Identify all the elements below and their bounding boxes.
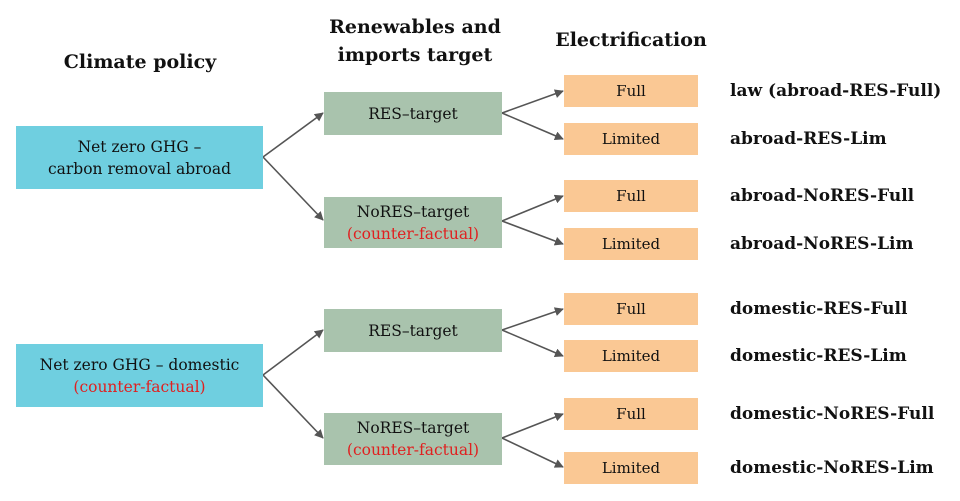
arrow-policy2-to-res-target — [262, 329, 324, 376]
arrow-target1-to-full — [501, 89, 564, 114]
counter-factual-label: (counter-factual) — [346, 441, 480, 459]
target-box-label: RES–target — [368, 104, 458, 123]
arrow-target3-to-full — [501, 307, 564, 331]
electrification-box-limited: Limited — [564, 340, 698, 372]
policy-box-domestic: Net zero GHG – domestic (counter-factual… — [16, 344, 263, 407]
counter-factual-label: (counter-factual) — [346, 224, 480, 243]
electrification-box-full: Full — [564, 293, 698, 325]
electrification-box-label: Limited — [601, 459, 661, 477]
policy-box-carbon-removal-abroad: Net zero GHG – carbon removal abroad — [16, 126, 263, 189]
electrification-box-label: Full — [616, 300, 646, 318]
electrification-box-limited: Limited — [564, 123, 698, 155]
electrification-box-label: Full — [616, 405, 646, 423]
scenario-label: law (abroad-RES-Full) — [730, 81, 942, 101]
arrow-target2-to-limited — [501, 220, 564, 246]
electrification-box-label: Full — [616, 82, 646, 100]
arrow-policy1-to-res-target — [262, 112, 324, 158]
target-box-nores-domestic: NoRES–target (counter-factual) — [324, 413, 502, 465]
target-box-res-abroad: RES–target — [324, 92, 502, 135]
scenario-label: domestic-RES-Full — [730, 299, 908, 319]
target-box-label: NoRES–target — [356, 202, 470, 221]
header-climate-policy-text: Climate policy — [63, 51, 217, 73]
electrification-box-limited: Limited — [564, 452, 698, 484]
electrification-box-full: Full — [564, 398, 698, 430]
scenario-label: abroad-RES-Lim — [730, 129, 887, 149]
header-renewables-imports-target: Renewables and imports target — [310, 14, 520, 68]
scenario-label: domestic-NoRES-Lim — [730, 458, 934, 478]
header-electrification: Electrification — [540, 27, 722, 53]
arrow-policy2-to-nores-target — [262, 374, 324, 439]
electrification-box-label: Limited — [601, 347, 661, 365]
policy-box-line1: Net zero GHG – domestic — [39, 355, 240, 374]
counter-factual-label: (counter-factual) — [73, 377, 206, 396]
target-box-res-domestic: RES–target — [324, 309, 502, 352]
policy-box-line1: Net zero GHG – — [77, 137, 202, 156]
scenario-label: domestic-NoRES-Full — [730, 404, 935, 424]
arrow-target4-to-full — [501, 412, 564, 439]
arrow-target1-to-limited — [501, 112, 564, 140]
electrification-box-limited: Limited — [564, 228, 698, 260]
scenario-label: domestic-RES-Lim — [730, 346, 907, 366]
scenario-label: abroad-NoRES-Full — [730, 186, 915, 206]
target-box-nores-abroad: NoRES–target (counter-factual) — [324, 197, 502, 248]
electrification-box-full: Full — [564, 180, 698, 212]
arrow-target2-to-full — [501, 194, 564, 222]
header-renewables-line2: imports target — [337, 44, 493, 66]
arrow-target4-to-limited — [501, 437, 564, 468]
scenario-label: abroad-NoRES-Lim — [730, 234, 914, 254]
electrification-box-full: Full — [564, 75, 698, 107]
electrification-box-label: Full — [616, 187, 646, 205]
arrow-policy1-to-nores-target — [262, 156, 324, 221]
electrification-box-label: Limited — [601, 130, 661, 148]
target-box-label: NoRES–target — [356, 419, 470, 437]
header-renewables-line1: Renewables and — [329, 16, 501, 38]
arrow-target3-to-limited — [501, 329, 564, 357]
header-climate-policy: Climate policy — [40, 49, 240, 75]
electrification-box-label: Limited — [601, 235, 661, 253]
target-box-label: RES–target — [368, 321, 458, 340]
header-electrification-text: Electrification — [555, 29, 707, 51]
policy-box-line2: carbon removal abroad — [47, 159, 232, 178]
